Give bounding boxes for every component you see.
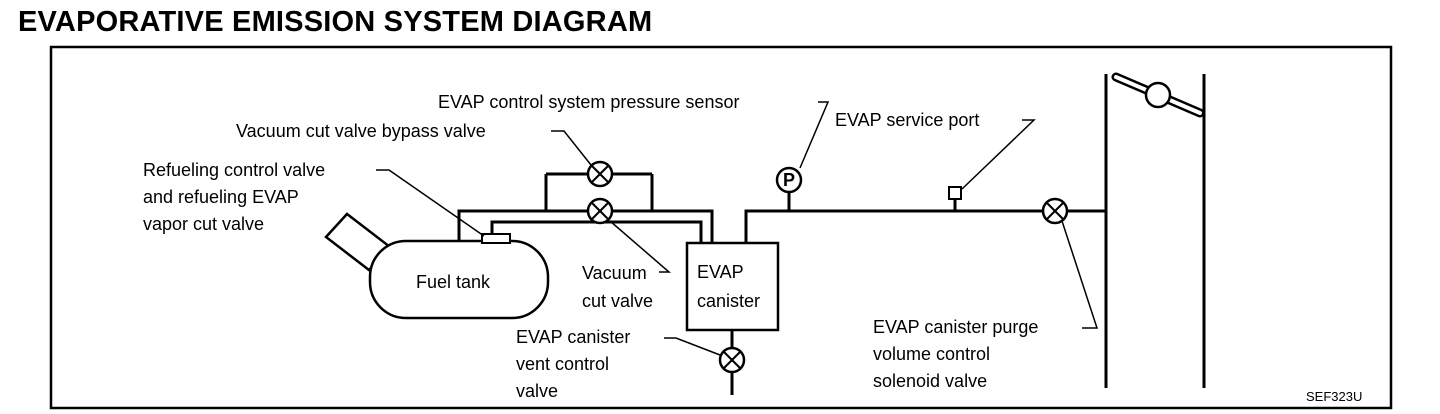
vent-valve-icon xyxy=(718,346,746,374)
service-port-icon xyxy=(948,186,962,200)
filler-neck xyxy=(324,212,392,272)
evap-canister xyxy=(685,241,780,332)
refueling-valve-label-line1: Refueling control valve xyxy=(143,160,325,180)
refueling-valve-label-line2: and refueling EVAP xyxy=(143,187,299,207)
throttle-plate-icon xyxy=(1111,72,1205,118)
vacuum-cut-valve-label-line2: cut valve xyxy=(582,291,653,311)
vacuum-cut-valve-icon xyxy=(586,197,614,225)
vent-valve-label-line1: EVAP canister xyxy=(516,327,630,347)
fuel-tank-label: Fuel tank xyxy=(416,272,491,292)
purge-valve-label-line1: EVAP canister purge xyxy=(873,317,1038,337)
refueling-valve-label-line3: vapor cut valve xyxy=(143,214,264,234)
canister-label-line2: canister xyxy=(697,291,760,311)
bypass-valve-icon xyxy=(586,160,614,188)
purge-valve-icon xyxy=(1041,197,1069,225)
vent-valve-label-line3: valve xyxy=(516,381,558,401)
purge-pipe xyxy=(744,209,1106,243)
page-title: EVAPORATIVE EMISSION SYSTEM DIAGRAM xyxy=(18,6,653,38)
pressure-sensor-symbol: P xyxy=(783,170,795,190)
leader-lines xyxy=(376,101,1099,356)
tank-to-canister-pipe-upper xyxy=(457,209,714,243)
purge-valve-label-line3: solenoid valve xyxy=(873,371,987,391)
figure-code: SEF323U xyxy=(1306,389,1362,404)
refueling-control-valve-icon xyxy=(481,233,511,244)
pressure-sensor-icon xyxy=(775,166,803,194)
pressure-sensor-label: EVAP control system pressure sensor xyxy=(438,92,739,112)
diagram-border xyxy=(49,45,1393,410)
purge-valve-label-line2: volume control xyxy=(873,344,990,364)
tank-to-canister-pipe-lower xyxy=(490,220,703,243)
bypass-valve-label: Vacuum cut valve bypass valve xyxy=(236,121,486,141)
service-port-label: EVAP service port xyxy=(835,110,979,130)
vent-valve-label-line2: vent control xyxy=(516,354,609,374)
canister-label-line1: EVAP xyxy=(697,262,744,282)
vacuum-cut-valve-label-line1: Vacuum xyxy=(582,263,647,283)
